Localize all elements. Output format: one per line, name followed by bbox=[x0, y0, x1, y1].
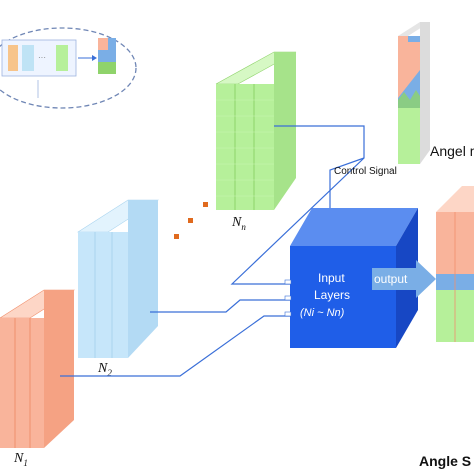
output-stack bbox=[436, 186, 474, 342]
ellipsis-dots bbox=[174, 202, 208, 239]
label-n-1: N1 bbox=[13, 451, 28, 468]
inset-overview: ··· bbox=[0, 27, 137, 109]
output-label: output bbox=[374, 272, 408, 286]
input-layers-title: Input bbox=[318, 271, 345, 285]
stack-n-n bbox=[215, 51, 297, 210]
input-layers-range: (Ni ~ Nn) bbox=[300, 307, 345, 319]
input-layers-box bbox=[284, 208, 418, 348]
input-layers-subtitle: Layers bbox=[314, 288, 350, 302]
label-n-n: Nn bbox=[231, 215, 246, 232]
control-signal-label: Control Signal bbox=[334, 166, 397, 177]
stack-n-1 bbox=[0, 289, 76, 448]
angel-map-stack bbox=[398, 22, 430, 164]
svg-text:···: ··· bbox=[38, 53, 46, 62]
angel-map-label: Angel m bbox=[430, 143, 474, 159]
stack-n-2 bbox=[76, 199, 160, 358]
label-n-2: N2 bbox=[97, 361, 112, 378]
angle-caption: Angle S bbox=[419, 453, 471, 469]
arrow-right-icon bbox=[372, 260, 436, 298]
